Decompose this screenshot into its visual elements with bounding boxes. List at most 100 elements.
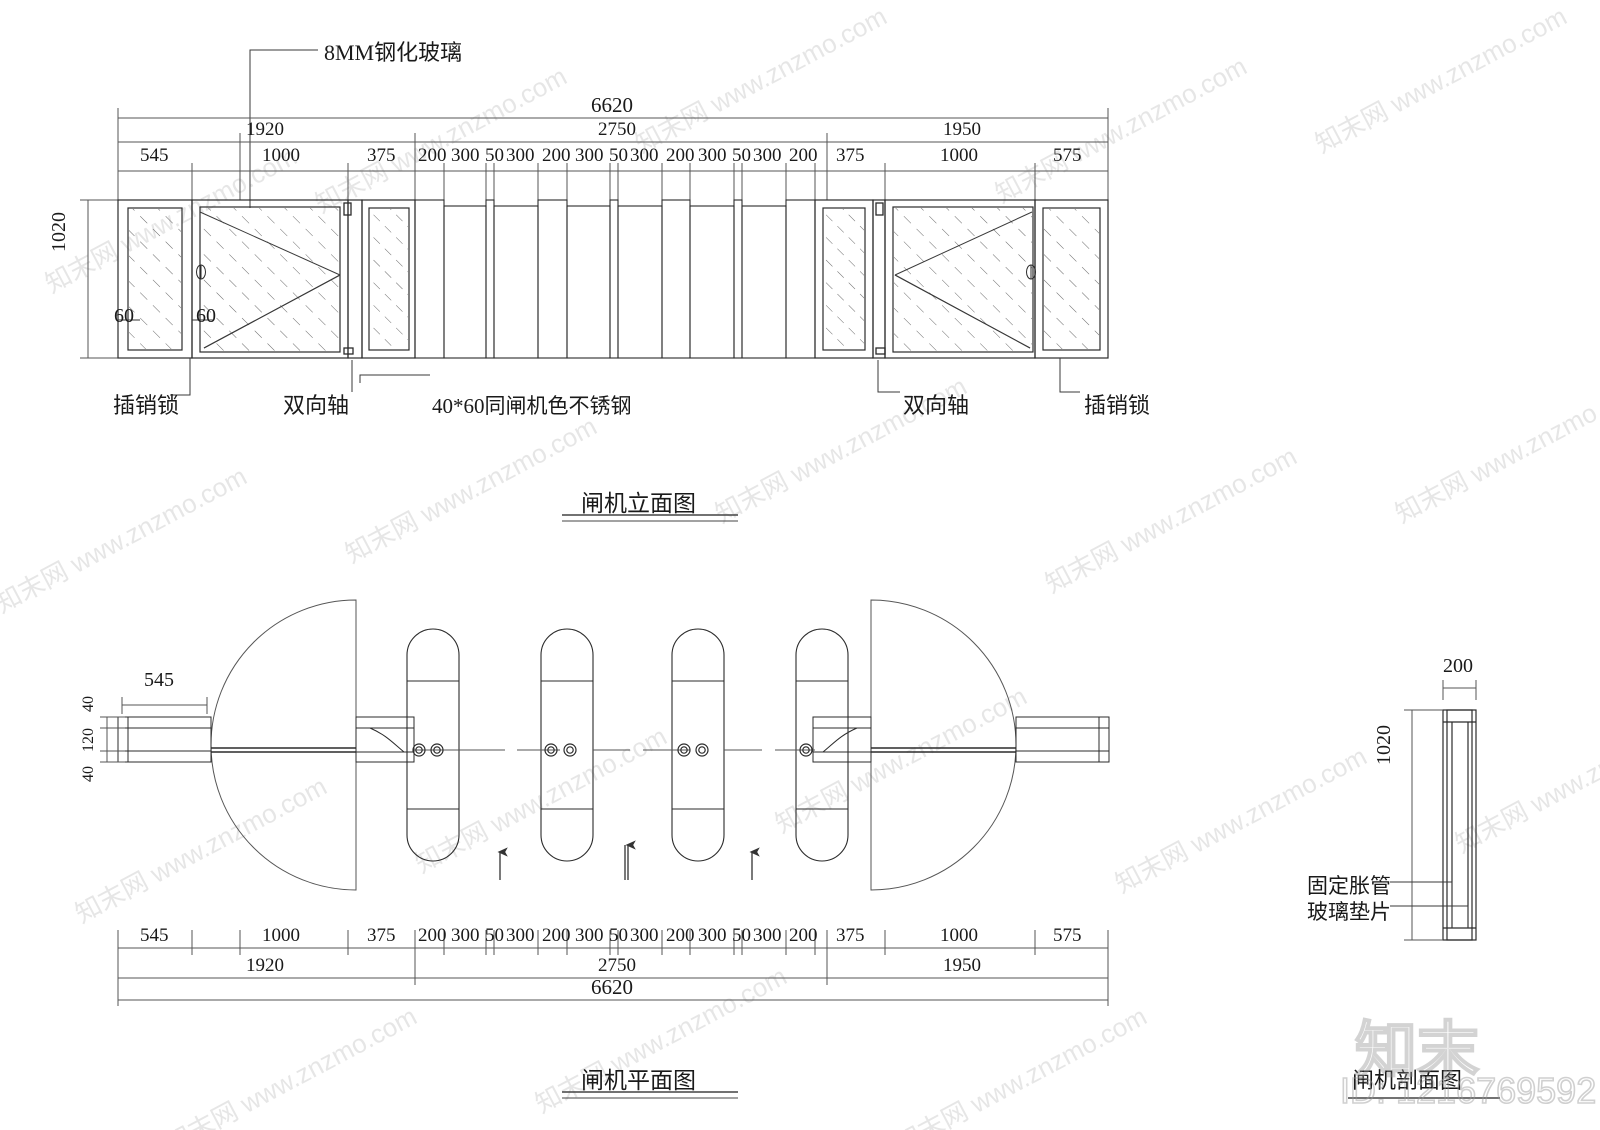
dim-elevation-detail: 375 bbox=[367, 145, 396, 166]
dim-elevation-detail: 200 bbox=[542, 145, 571, 166]
dim-plan-detail: 375 bbox=[367, 925, 396, 946]
elevation-pedestal-bank bbox=[414, 199, 816, 359]
plan-pedestal bbox=[540, 628, 594, 862]
title-elevation: 闸机立面图 bbox=[581, 491, 696, 516]
note-gasket: 玻璃垫片 bbox=[1307, 900, 1391, 924]
latch-lock-marker-left bbox=[196, 264, 206, 280]
dim-plan-detail: 545 bbox=[140, 925, 169, 946]
plan-pedestal bbox=[671, 628, 725, 862]
door-swing-indicator bbox=[199, 211, 341, 349]
dim-elevation-detail: 300 bbox=[506, 145, 535, 166]
plan-left-fixed-panel bbox=[117, 716, 212, 763]
plan-right-fixed-panel bbox=[1015, 716, 1110, 763]
dim-elevation-detail: 1000 bbox=[940, 145, 978, 166]
dim-plan-stack-120: 120 bbox=[80, 728, 97, 752]
dim-elevation-detail: 545 bbox=[140, 145, 169, 166]
dim-elevation-detail: 300 bbox=[451, 145, 480, 166]
dim-elevation-detail: 300 bbox=[630, 145, 659, 166]
title-section: 闸机剖面图 bbox=[1352, 1068, 1463, 1093]
note-pivot-right: 双向轴 bbox=[903, 393, 970, 418]
plan-title-rule bbox=[562, 1091, 738, 1099]
dim-elevation-group: 1920 bbox=[246, 119, 284, 140]
dim-elevation-detail: 300 bbox=[575, 145, 604, 166]
dim-plan-detail: 300 bbox=[575, 925, 604, 946]
dim-elevation-detail: 1000 bbox=[262, 145, 300, 166]
plan-stack-dims bbox=[100, 716, 125, 763]
dim-elevation-overall: 6620 bbox=[591, 93, 633, 117]
dim-edge-right: 60 bbox=[196, 305, 216, 327]
dim-elevation-detail: 300 bbox=[698, 145, 727, 166]
dim-plan-group: 1950 bbox=[943, 955, 981, 976]
plan-pivot-circles bbox=[412, 743, 813, 757]
dim-section-width: 200 bbox=[1443, 655, 1473, 677]
dim-plan-detail: 300 bbox=[451, 925, 480, 946]
note-latch-right: 插销锁 bbox=[1084, 393, 1151, 418]
dim-plan-group: 1920 bbox=[246, 955, 284, 976]
dim-elevation-detail: 300 bbox=[753, 145, 782, 166]
dim-plan-detail: 300 bbox=[698, 925, 727, 946]
dim-elevation-detail: 50 bbox=[732, 145, 751, 166]
plan-leaf-dim bbox=[121, 697, 208, 714]
dim-elevation-detail: 200 bbox=[418, 145, 447, 166]
dim-plan-detail: 200 bbox=[418, 925, 447, 946]
plan-pedestal bbox=[795, 628, 849, 862]
note-latch-left: 插销锁 bbox=[113, 393, 180, 418]
dim-plan-leaf: 545 bbox=[144, 669, 174, 691]
dim-elevation-group: 1950 bbox=[943, 119, 981, 140]
dim-plan-detail: 200 bbox=[666, 925, 695, 946]
dim-section-height: 1020 bbox=[1373, 725, 1395, 765]
dim-elevation-detail: 50 bbox=[485, 145, 504, 166]
dim-plan-detail: 575 bbox=[1053, 925, 1082, 946]
plan-right-swing-arc bbox=[870, 599, 1017, 891]
dim-plan-detail: 300 bbox=[506, 925, 535, 946]
plan-dim-groups bbox=[117, 955, 1109, 985]
dim-plan-detail: 50 bbox=[609, 925, 628, 946]
door-swing-indicator bbox=[894, 211, 1033, 349]
plan-left-swing-arc bbox=[210, 599, 357, 891]
dim-plan-detail: 1000 bbox=[262, 925, 300, 946]
note-glass: 8MM钢化玻璃 bbox=[324, 40, 463, 65]
plan-pedestal bbox=[406, 628, 460, 862]
elevation-height-dim bbox=[80, 199, 118, 359]
dim-elevation-detail: 200 bbox=[666, 145, 695, 166]
pivot-hinge-marks bbox=[343, 202, 886, 355]
elevation-right-fixed-panel bbox=[1034, 199, 1109, 359]
title-plan: 闸机平面图 bbox=[581, 1068, 696, 1093]
dim-elevation-height: 1020 bbox=[48, 212, 70, 252]
dim-plan-detail: 50 bbox=[485, 925, 504, 946]
dim-plan-stack-40a: 40 bbox=[80, 696, 97, 712]
dim-elevation-detail: 200 bbox=[789, 145, 818, 166]
dim-plan-detail: 1000 bbox=[940, 925, 978, 946]
dim-elevation-detail: 575 bbox=[1053, 145, 1082, 166]
dim-plan-overall: 6620 bbox=[591, 975, 633, 999]
dim-edge-left: 60 bbox=[114, 305, 134, 327]
dim-elevation-detail: 50 bbox=[609, 145, 628, 166]
elevation-dim-detail bbox=[117, 163, 1109, 200]
dim-plan-detail: 300 bbox=[630, 925, 659, 946]
dim-plan-detail: 200 bbox=[789, 925, 818, 946]
section-width-dim bbox=[1442, 680, 1477, 700]
plan-right-door-blade bbox=[871, 747, 1016, 753]
dim-plan-stack-40b: 40 bbox=[80, 766, 97, 782]
dim-plan-detail: 300 bbox=[753, 925, 782, 946]
plan-right-host-box bbox=[812, 716, 872, 763]
dim-plan-detail: 375 bbox=[836, 925, 865, 946]
dim-plan-group: 2750 bbox=[598, 955, 636, 976]
note-pivot-left: 双向轴 bbox=[283, 393, 350, 418]
dim-plan-detail: 50 bbox=[732, 925, 751, 946]
elevation-leaders bbox=[170, 358, 1080, 396]
note-anchor: 固定胀管 bbox=[1307, 874, 1391, 898]
dim-plan-detail: 200 bbox=[542, 925, 571, 946]
section-leaders bbox=[1390, 881, 1469, 928]
dim-elevation-group: 2750 bbox=[598, 119, 636, 140]
plan-dim-overall bbox=[117, 985, 1109, 1006]
glass-note-leader bbox=[249, 49, 318, 208]
plan-left-host-box bbox=[355, 716, 415, 763]
elevation-right-post bbox=[872, 199, 886, 359]
note-frame-material: 40*60同闸机色不锈钢 bbox=[432, 394, 632, 418]
plan-dim-detail bbox=[117, 930, 1109, 955]
elevation-left-post bbox=[347, 199, 363, 359]
elevation-title-rule bbox=[562, 514, 738, 522]
